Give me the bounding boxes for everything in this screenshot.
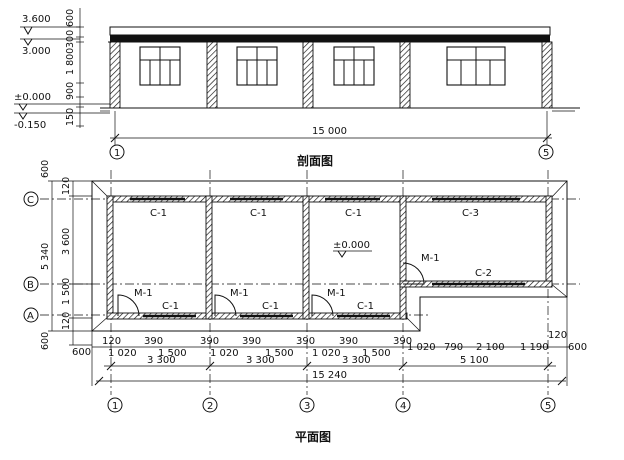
level-mark-eave: 3.000 (20, 38, 80, 57)
plan-axis-1: 1 (107, 397, 123, 413)
plan-floor-level: ±0.000 (333, 240, 372, 258)
svg-text:-0.150: -0.150 (14, 120, 46, 131)
svg-text:5: 5 (545, 401, 551, 412)
svg-text:C: C (27, 195, 34, 206)
plan-dim-2100: 2 100 (476, 342, 505, 353)
plan-dim-390-b: 390 (200, 336, 219, 347)
plan-dim-390-d: 390 (296, 336, 315, 347)
plan-dim-790: 790 (444, 342, 463, 353)
svg-text:5: 5 (543, 148, 549, 159)
plan-dim-120: 120 (102, 336, 121, 347)
section-vdim-600: 600 (65, 9, 76, 27)
window-label-c3: C-3 (462, 208, 479, 219)
plan-axis-3: 3 (299, 397, 315, 413)
level-mark-ground: -0.150 (14, 112, 110, 131)
plan-dim-1500-b: 1 500 (265, 348, 294, 359)
plan-dim-600-left: 600 (72, 347, 91, 358)
door-label-m1: M-1 (134, 288, 153, 299)
plan-dim-1020-d: 1 020 (407, 342, 436, 353)
window-label-c1: C-1 (150, 208, 167, 219)
svg-text:B: B (27, 280, 34, 291)
elevation-window-3 (333, 46, 375, 86)
plan-dim-1500-c: 1 500 (362, 348, 391, 359)
plan-dim-390-a: 390 (144, 336, 163, 347)
door-label-m1: M-1 (421, 253, 440, 264)
plan-dim-3300-b: 3 300 (246, 355, 275, 366)
plan-left-dim-1500: 1 500 (61, 278, 72, 305)
section-title: 剖面图 (297, 153, 333, 168)
plan-dim-5100: 5 100 (460, 355, 489, 366)
plan-axis-b: B (23, 276, 39, 292)
svg-text:±0.000: ±0.000 (333, 240, 370, 251)
section-overall-dim: 15 000 (312, 126, 347, 137)
plan-dim-1020-a: 1 020 (108, 348, 137, 359)
door-label-m1: M-1 (230, 288, 249, 299)
plan-left-dim-3600: 3 600 (61, 228, 72, 255)
elevation-window-4 (446, 46, 506, 86)
window-label-c1: C-1 (250, 208, 267, 219)
door-label-m1: M-1 (327, 288, 346, 299)
plan-dim-390-e: 390 (339, 336, 358, 347)
plan-dim-3300-a: 3 300 (147, 355, 176, 366)
plan-axis-4: 4 (395, 397, 411, 413)
plan-left-dim-600-top: 600 (40, 160, 51, 178)
plan-view: C-1 C-1 C-1 C-3 C-2 C-1 C-1 C-1 M-1 M-1 … (23, 160, 587, 444)
plan-dim-total: 15 240 (312, 370, 347, 381)
svg-text:3: 3 (304, 401, 310, 412)
plan-dim-390-c: 390 (242, 336, 261, 347)
plan-left-dim-120-top: 120 (61, 177, 72, 195)
section-vdim-150: 150 (65, 108, 76, 126)
plan-axis-5: 5 (540, 397, 556, 413)
plan-dim-600-right: 600 (568, 342, 587, 353)
window-label-c1: C-1 (345, 208, 362, 219)
plan-dim-1020-c: 1 020 (312, 348, 341, 359)
section-vdim-900: 900 (65, 82, 76, 100)
plan-left-dim-600-bottom: 600 (40, 332, 51, 350)
plan-axis-a: A (23, 307, 39, 323)
section-view: 600 300 1 800 900 150 3.600 3.000 ±0.000… (14, 8, 580, 168)
window-label-c1: C-1 (357, 301, 374, 312)
level-mark-floor: ±0.000 (14, 92, 110, 111)
plan-left-dim-120-bottom: 120 (61, 312, 72, 330)
section-vdim-1800: 1 800 (65, 48, 76, 75)
svg-text:A: A (27, 311, 34, 322)
svg-text:4: 4 (400, 401, 406, 412)
svg-text:1: 1 (112, 401, 118, 412)
plan-right-dim-120: 120 (548, 330, 567, 341)
svg-text:3.600: 3.600 (22, 14, 51, 25)
window-label-c2: C-2 (475, 268, 492, 279)
svg-text:1: 1 (114, 148, 120, 159)
window-label-c1: C-1 (162, 301, 179, 312)
plan-dim-1020-b: 1 020 (210, 348, 239, 359)
level-mark-top: 3.600 (20, 14, 80, 36)
svg-text:3.000: 3.000 (22, 46, 51, 57)
svg-text:2: 2 (207, 401, 213, 412)
elevation-window-1 (139, 46, 181, 86)
svg-text:±0.000: ±0.000 (14, 92, 51, 103)
section-axis-1: 1 (109, 144, 125, 160)
window-label-c1: C-1 (262, 301, 279, 312)
plan-dim-3300-c: 3 300 (342, 355, 371, 366)
plan-dim-1190: 1 190 (520, 342, 549, 353)
plan-title: 平面图 (295, 430, 331, 444)
plan-left-total: 5 340 (40, 243, 51, 270)
plan-dim-390-f: 390 (393, 336, 412, 347)
plan-axis-c: C (23, 191, 39, 207)
elevation-window-2 (236, 46, 278, 86)
section-axis-5: 5 (538, 144, 554, 160)
plan-dim-1500-a: 1 500 (158, 348, 187, 359)
plan-axis-2: 2 (202, 397, 218, 413)
